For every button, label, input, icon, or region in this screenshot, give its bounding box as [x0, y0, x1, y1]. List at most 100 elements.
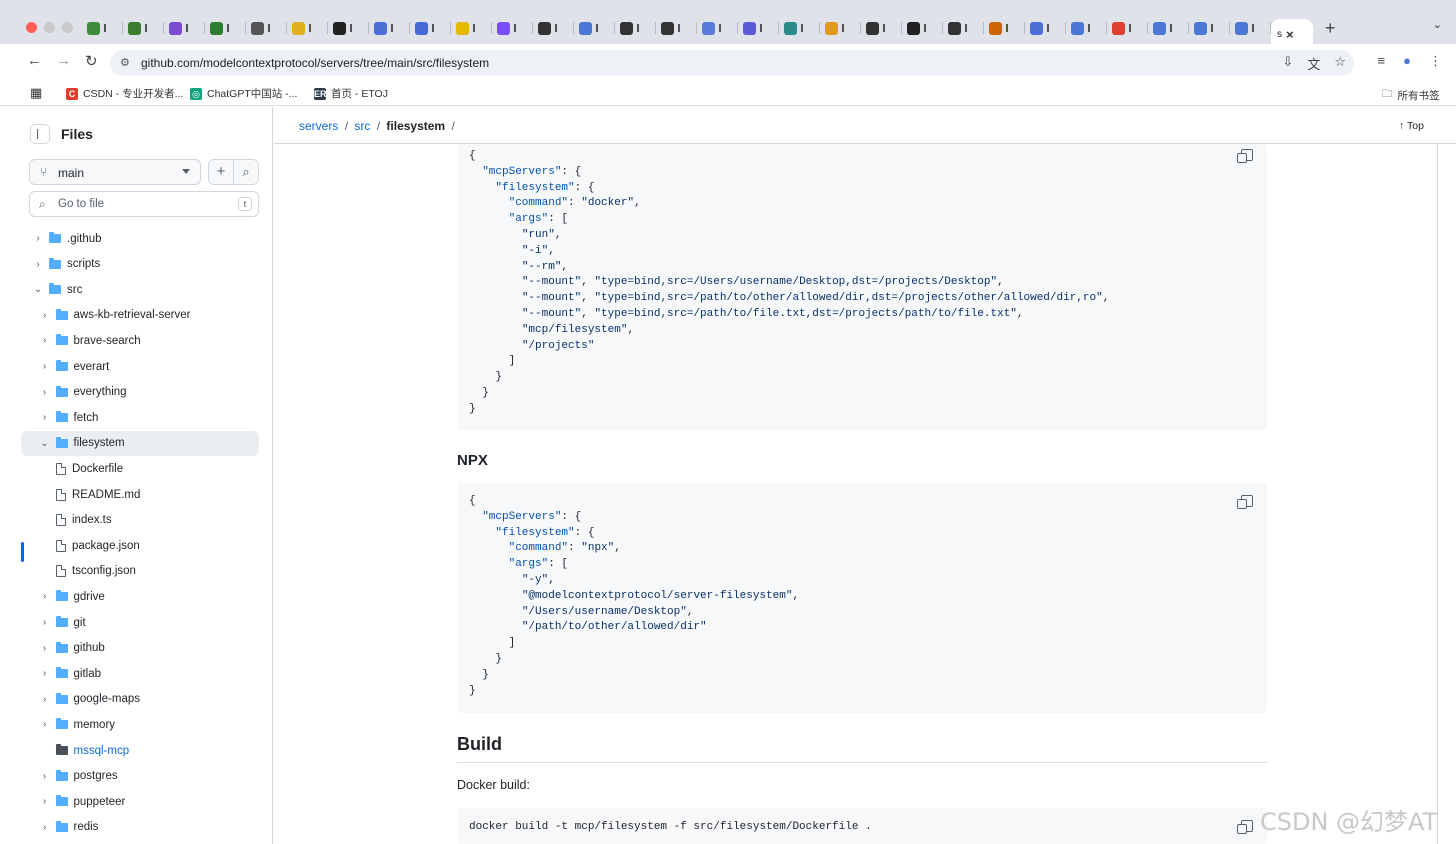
address-bar[interactable]: ⚙ github.com/modelcontextprotocol/server…: [110, 50, 1354, 76]
tree-folder-item[interactable]: ›memory: [21, 712, 259, 737]
zoom-window-button[interactable]: [62, 22, 73, 33]
close-tab-icon[interactable]: ×: [1286, 26, 1294, 42]
tree-folder-item[interactable]: ›fetch: [21, 405, 259, 430]
reading-list-icon[interactable]: ≡: [1377, 53, 1386, 68]
tree-folder-item[interactable]: ›git: [21, 610, 259, 635]
browser-tab[interactable]: [1066, 17, 1107, 39]
chevron-right-icon[interactable]: ›: [42, 412, 47, 424]
forward-arrow-icon[interactable]: →: [56, 52, 71, 69]
tree-folder-item[interactable]: ›scripts: [21, 252, 259, 277]
chevron-right-icon[interactable]: ›: [42, 309, 47, 321]
tree-folder-item[interactable]: ›puppeteer: [21, 789, 259, 814]
new-tab-button[interactable]: +: [1325, 17, 1336, 38]
reload-icon[interactable]: ↻: [85, 53, 98, 70]
site-settings-icon[interactable]: ⚙: [120, 57, 130, 69]
tree-folder-item[interactable]: ›redis: [21, 815, 259, 840]
browser-tab[interactable]: [779, 17, 820, 39]
chevron-right-icon[interactable]: ›: [42, 617, 47, 628]
browser-tab[interactable]: [574, 17, 615, 39]
browser-tab[interactable]: [1230, 17, 1271, 39]
chevron-right-icon[interactable]: ›: [42, 796, 47, 808]
search-icon[interactable]: ⌕: [233, 159, 259, 185]
tab-search-chevron-icon[interactable]: ⌄: [1432, 19, 1442, 31]
copy-icon[interactable]: [1237, 149, 1253, 163]
tree-file-item[interactable]: index.ts: [21, 508, 259, 533]
browser-tab[interactable]: [1025, 17, 1066, 39]
add-file-button[interactable]: +: [208, 159, 234, 185]
browser-tab[interactable]: [1148, 17, 1189, 39]
browser-tab[interactable]: [246, 17, 287, 39]
tree-file-item[interactable]: Dockerfile: [21, 456, 259, 481]
apps-grid-icon[interactable]: ▦: [30, 85, 43, 100]
browser-tab[interactable]: [1189, 17, 1230, 39]
chevron-right-icon[interactable]: ›: [42, 693, 47, 705]
chevron-right-icon[interactable]: ›: [36, 233, 40, 244]
profile-avatar-icon[interactable]: ●: [1403, 53, 1411, 68]
chevron-right-icon[interactable]: ›: [42, 642, 47, 654]
browser-tab[interactable]: [615, 17, 656, 39]
chevron-right-icon[interactable]: ›: [36, 258, 40, 270]
browser-tab[interactable]: [656, 17, 697, 39]
install-app-icon[interactable]: ⇩: [1282, 54, 1294, 69]
tree-folder-item[interactable]: ›postgres: [21, 764, 259, 789]
tree-folder-item[interactable]: ›gdrive: [21, 584, 259, 609]
browser-tab[interactable]: [533, 17, 574, 39]
tree-file-item[interactable]: tsconfig.json: [21, 559, 259, 584]
collapse-sidebar-icon[interactable]: [30, 124, 50, 144]
npx-config-code[interactable]: { "mcpServers": { "filesystem": { "comma…: [469, 494, 799, 699]
go-to-file-input[interactable]: [58, 198, 228, 210]
tree-folder-item[interactable]: ›aws-kb-retrieval-server: [21, 303, 259, 328]
chevron-right-icon[interactable]: ›: [42, 668, 47, 680]
tree-folder-item[interactable]: ⌄filesystem: [21, 430, 259, 456]
translate-icon[interactable]: 文: [1307, 57, 1321, 72]
chevron-right-icon[interactable]: ›: [42, 719, 47, 731]
copy-icon[interactable]: [1237, 495, 1253, 509]
back-to-top-button[interactable]: ↑ Top: [1399, 120, 1424, 132]
tree-folder-item[interactable]: ⌄src: [21, 277, 259, 302]
browser-tab[interactable]: [82, 17, 123, 39]
bookmark-star-icon[interactable]: ☆: [1334, 54, 1346, 69]
bookmark-chatgpt[interactable]: ◎ ChatGPT中国站 -...: [190, 86, 297, 101]
browser-tab[interactable]: [287, 17, 328, 39]
minimize-window-button[interactable]: [44, 22, 55, 33]
tree-folder-item[interactable]: ›google-maps: [21, 687, 259, 712]
browser-tab[interactable]: [205, 17, 246, 39]
all-bookmarks-button[interactable]: 🗀 所有书签: [1382, 86, 1440, 104]
chevron-right-icon[interactable]: ›: [42, 821, 47, 833]
tree-folder-item[interactable]: ›gitlab: [21, 661, 259, 686]
browser-tab[interactable]: [451, 17, 492, 39]
tree-folder-item[interactable]: ›everything: [21, 380, 259, 405]
chevron-right-icon[interactable]: ›: [42, 591, 47, 603]
back-arrow-icon[interactable]: ←: [27, 52, 42, 69]
chevron-down-icon[interactable]: ⌄: [40, 437, 49, 449]
tree-folder-item[interactable]: ›brave-search: [21, 328, 259, 353]
browser-tab[interactable]: [123, 17, 164, 39]
copy-icon[interactable]: [1237, 820, 1253, 834]
browser-tab[interactable]: [164, 17, 205, 39]
browser-menu-icon[interactable]: ⋮: [1429, 53, 1442, 68]
breadcrumb-repo-link[interactable]: servers: [299, 119, 339, 133]
browser-tab[interactable]: [328, 17, 369, 39]
bookmark-csdn[interactable]: C CSDN - 专业开发者...: [66, 86, 183, 101]
tree-folder-item[interactable]: ›everart: [21, 354, 259, 379]
branch-selector[interactable]: ⑂ main: [29, 159, 201, 185]
browser-tab[interactable]: [738, 17, 779, 39]
bookmark-etoj[interactable]: ER 首页 - ETOJ: [314, 86, 388, 101]
browser-tab[interactable]: [943, 17, 984, 39]
tree-file-item[interactable]: README.md: [21, 482, 259, 507]
url-text[interactable]: github.com/modelcontextprotocol/servers/…: [141, 56, 490, 70]
browser-tab[interactable]: [369, 17, 410, 39]
browser-tab[interactable]: [984, 17, 1025, 39]
browser-tab[interactable]: [492, 17, 533, 39]
close-window-button[interactable]: [26, 22, 37, 33]
chevron-right-icon[interactable]: ›: [42, 335, 47, 347]
tree-folder-item[interactable]: mssql-mcp: [21, 738, 259, 763]
browser-tab[interactable]: [861, 17, 902, 39]
go-to-file-search[interactable]: ⌕ t: [29, 191, 259, 217]
breadcrumb-src-link[interactable]: src: [354, 119, 371, 133]
browser-tab[interactable]: [1107, 17, 1148, 39]
docker-config-code[interactable]: { "mcpServers": { "filesystem": { "comma…: [469, 149, 1109, 418]
chevron-right-icon[interactable]: ›: [42, 770, 47, 782]
build-command[interactable]: docker build -t mcp/filesystem -f src/fi…: [469, 821, 872, 833]
tree-folder-item[interactable]: ›github: [21, 636, 259, 661]
